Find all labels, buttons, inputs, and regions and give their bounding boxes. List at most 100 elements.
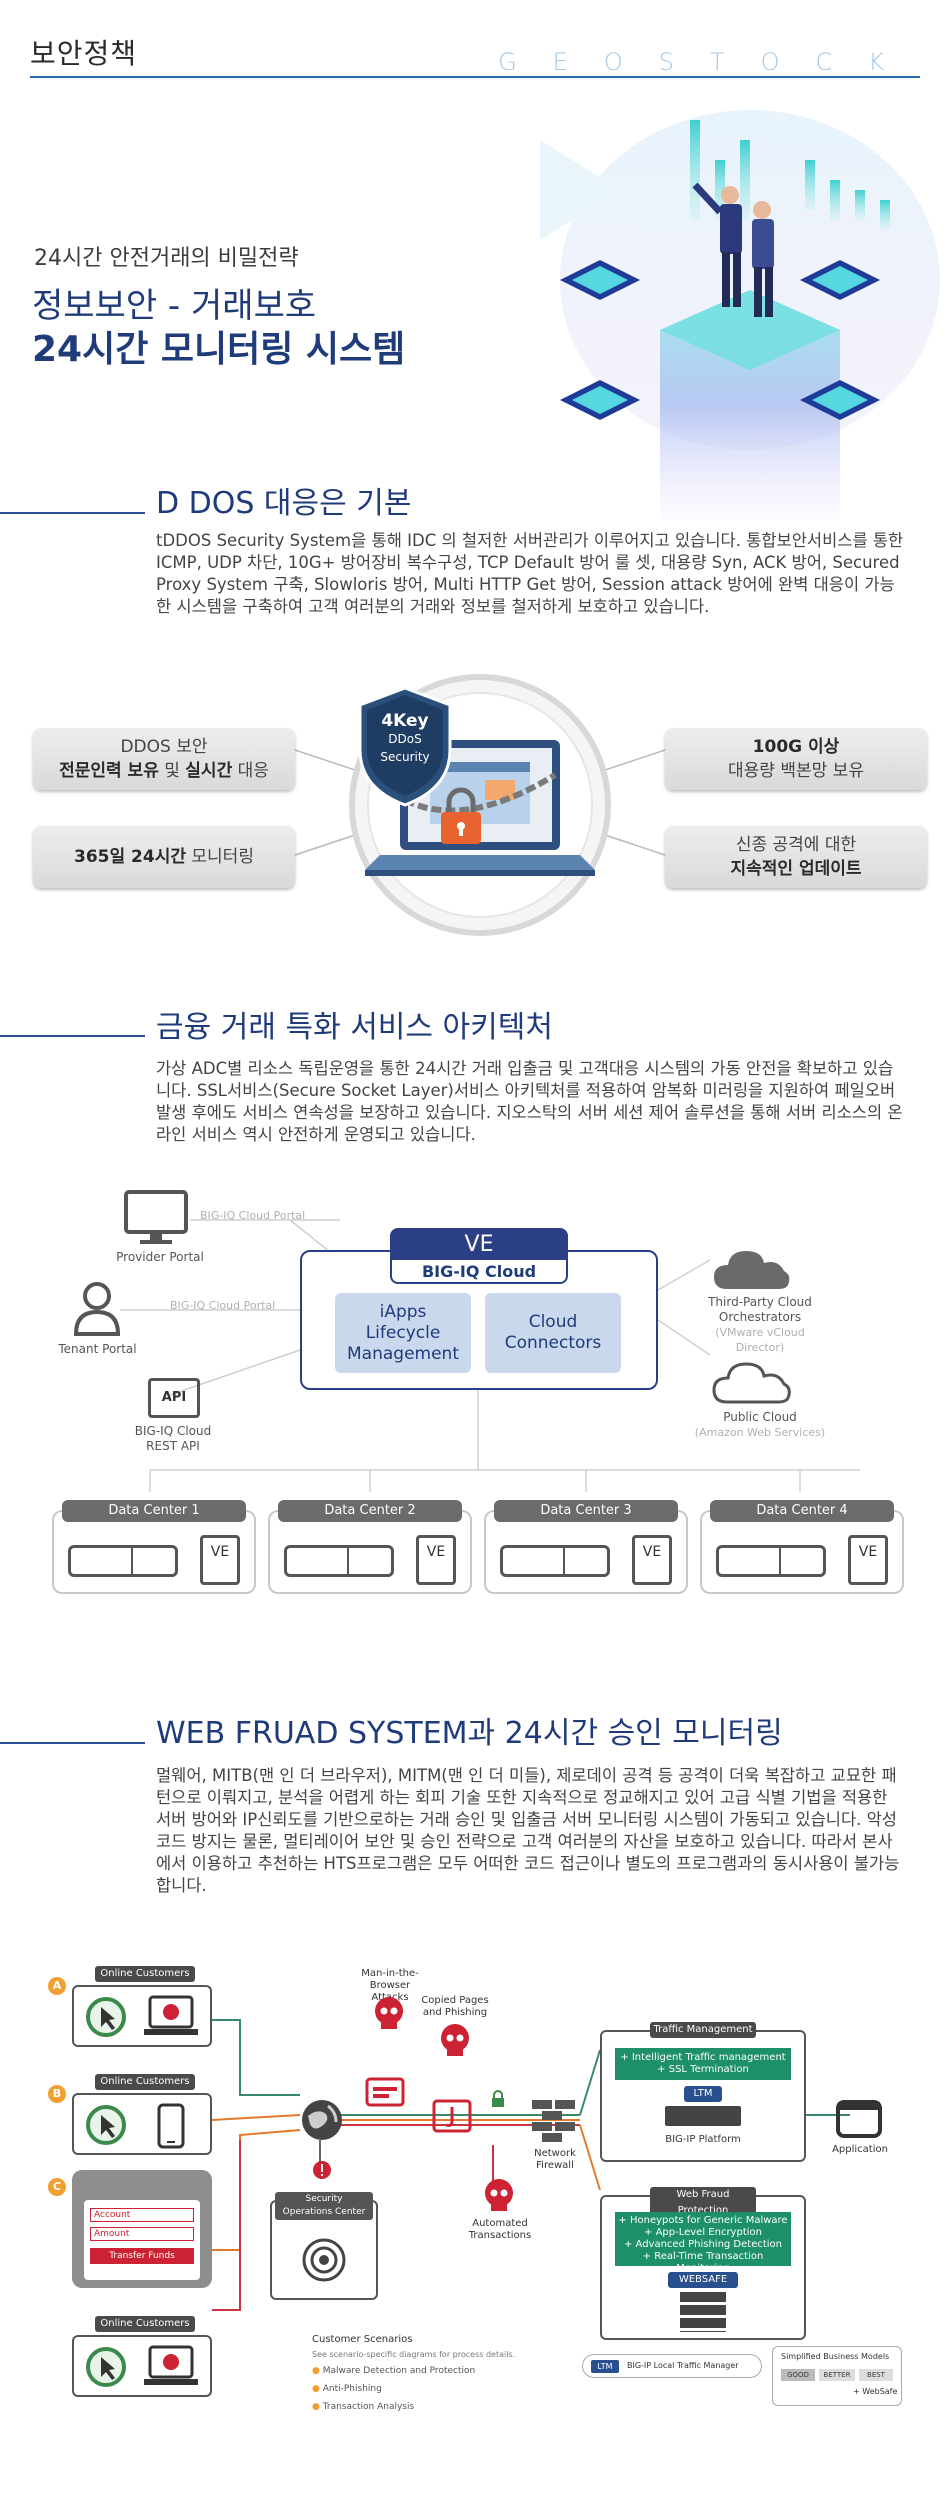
ddos-laptop-illustration: [349, 674, 611, 936]
ddos-feature-pill: 365일 24시간 모니터링: [33, 826, 295, 888]
provider-portal-label: Provider Portal: [116, 1250, 204, 1264]
ddos-section-body: tDDOS Security System을 통해 IDC 의 철저한 서버관리…: [156, 531, 904, 616]
websafe-badge: WEBSAFE: [668, 2272, 738, 2288]
traffic-management-title: Traffic Management: [650, 2022, 756, 2038]
malware-cursor-icon: [86, 2347, 126, 2387]
monitor-icon: [122, 1190, 190, 1250]
scenarios-subtitle: See scenario-specific diagrams for proce…: [312, 2350, 516, 2359]
ve-device-icon: VE: [632, 1535, 672, 1585]
online-customers-tag: Online Customers: [95, 2074, 195, 2090]
ve-subtitle: BIG-IQ Cloud: [392, 1260, 566, 1282]
hero-illustration: [540, 110, 940, 520]
customer-b-box: [72, 2093, 212, 2155]
public-cloud-label: Public Cloud(Amazon Web Services): [694, 1410, 826, 1439]
alert-icon: [313, 2161, 331, 2179]
fraud-diagram-lines: [211, 2019, 850, 2311]
finance-section-body: 가상 ADC별 리소스 독립운영을 통한 24시간 거래 입출금 및 고객대응 …: [156, 1059, 903, 1144]
target-icon: [302, 2238, 346, 2282]
api-icon: API: [148, 1378, 200, 1418]
scenario-a-badge: A: [48, 1977, 66, 1995]
cloud-icon: [712, 1358, 792, 1408]
server-icon: [68, 1545, 178, 1577]
chip-icon: [560, 380, 640, 420]
scenario-c-item: ● Transaction Analysis: [312, 2402, 415, 2412]
section-line: [0, 1742, 145, 1744]
globe-icon: [302, 2100, 342, 2140]
badge-line1: 4Key: [381, 711, 429, 731]
ve-device-icon: VE: [848, 1535, 888, 1585]
ddos-section-title: D DOS 대응은 기본: [156, 486, 412, 521]
malware-cursor-icon: [86, 1997, 126, 2037]
traffic-features: + Intelligent Traffic management+ SSL Te…: [615, 2048, 791, 2080]
ve-device-icon: VE: [416, 1535, 456, 1585]
brand-logo-text: GEOSTOCK: [498, 48, 920, 76]
server-icon: [284, 1545, 394, 1577]
firewall-icon: [532, 2100, 575, 2142]
person-icon: [72, 1280, 122, 1340]
chain-icon: [403, 772, 557, 814]
infected-laptop-icon: [144, 1995, 198, 2035]
ddos-feature-pill: DDOS 보안 전문인력 보유 및 실시간 대응: [33, 728, 295, 790]
server-icon: [716, 1545, 826, 1577]
scenario-b-item: ● Anti-Phishing: [312, 2384, 382, 2394]
pill-line: 100G 이상: [752, 737, 840, 757]
finance-section-title: 금융 거래 특화 서비스 아키텍처: [156, 1010, 553, 1045]
hero-heading-line2: 24시간 모니터링 시스템: [32, 329, 406, 370]
customer-a-box: [72, 1985, 212, 2047]
wfp-features: + Honeypots for Generic Malware+ App-Lev…: [615, 2212, 791, 2274]
browser-attack-icon: [365, 2077, 405, 2107]
hero-subtitle: 24시간 안전거래의 비밀전략: [34, 246, 299, 271]
ve-device-icon: VE: [200, 1535, 240, 1585]
webfraud-section-body: 멀웨어, MITB(맨 인 더 브라우저), MITM(맨 인 더 미들), 제…: [156, 1766, 900, 1895]
ddos-badge-text: 4Key DDoS Security: [360, 712, 450, 766]
bigip-platform-label: BIG-IP Platform: [665, 2134, 741, 2145]
data-center-label: Data Center 2: [278, 1500, 462, 1522]
phishing-hook-icon: [432, 2099, 472, 2133]
chip-icon: [800, 380, 880, 420]
webfraud-section-title: WEB FRUAD SYSTEM과 24시간 승인 모니터링: [156, 1716, 783, 1751]
tenant-portal-label: Tenant Portal: [58, 1342, 137, 1356]
data-center-label: Data Center 3: [494, 1500, 678, 1522]
application-label: Application: [832, 2144, 888, 2155]
ltm-badge: LTM: [684, 2086, 722, 2102]
pill-line: 전문인력 보유 및 실시간 대응: [59, 761, 269, 781]
transfer-funds-button: Transfer Funds: [90, 2248, 194, 2264]
ddos-feature-pill: 신종 공격에 대한 지속적인 업데이트: [665, 826, 927, 888]
transfer-form-window: Account Amount Transfer Funds: [72, 2170, 212, 2288]
amount-field: Amount: [90, 2227, 194, 2241]
cloud-portal-label: BIG-IQ Cloud Portal: [200, 1209, 306, 1222]
ve-header: VE BIG-IQ Cloud: [390, 1228, 568, 1284]
customer-c-box: [72, 2335, 212, 2397]
business-models-legend: Simplified Business Models GOOD BETTER B…: [772, 2346, 902, 2406]
server-stack-icon: [680, 2292, 726, 2332]
cloud-icon: [712, 1245, 792, 1295]
businessmen-figure-icon: [692, 182, 774, 317]
cursor-icon: [86, 2105, 126, 2145]
page-title: 보안정책: [30, 37, 138, 70]
padlock-icon: [441, 787, 481, 844]
badge-line2: DDoS: [388, 732, 422, 746]
shield-icon: [358, 686, 452, 807]
pill-line: 지속적인 업데이트: [730, 859, 862, 879]
skull-icon: [441, 2024, 469, 2056]
server-icon: [500, 1545, 610, 1577]
ltm-legend: LTM BIG-IP Local Traffic Manager: [582, 2354, 762, 2378]
infected-laptop-icon: [144, 2345, 198, 2385]
pill-line: 대용량 백본망 보유: [728, 761, 864, 781]
bigip-device-icon: [665, 2106, 741, 2126]
skull-icon: [485, 2179, 513, 2211]
badge-line3: Security: [380, 750, 430, 764]
hero-heading-line1: 정보보안 - 거래보호: [32, 286, 317, 326]
scenario-c-badge: C: [48, 2178, 66, 2196]
mobile-phone-icon: [157, 2103, 185, 2149]
data-center-box: [268, 1510, 472, 1594]
scenario-b-badge: B: [48, 2085, 66, 2103]
